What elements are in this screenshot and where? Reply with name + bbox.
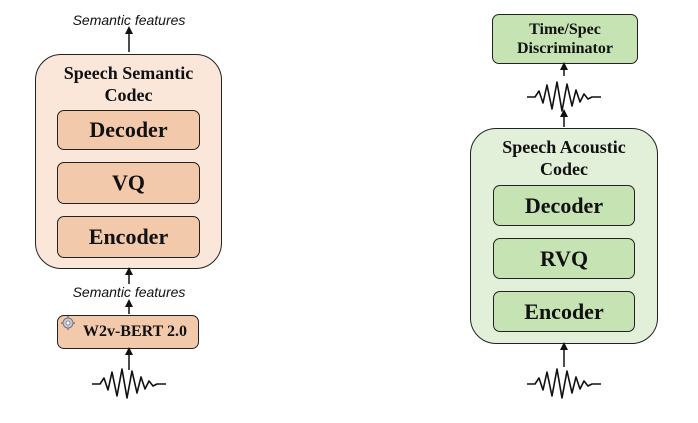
model-gear-icon bbox=[61, 316, 75, 330]
semantic-features-output-label: Semantic features bbox=[72, 12, 186, 28]
semantic-codec-title-line2: Codec bbox=[104, 85, 153, 105]
semantic-vq-block: VQ bbox=[57, 162, 200, 204]
w2v-bert-model-block: W2v-BERT 2.0 bbox=[57, 315, 199, 349]
reconstructed-waveform-icon bbox=[527, 81, 601, 112]
waveform-icon bbox=[92, 368, 166, 399]
semantic-decoder-block: Decoder bbox=[57, 110, 200, 150]
acoustic-rvq-block: RVQ bbox=[493, 238, 635, 279]
discriminator-label-line1: Time/Spec bbox=[529, 21, 601, 38]
semantic-codec-title-line1: Speech Semantic bbox=[63, 63, 194, 83]
semantic-encoder-block: Encoder bbox=[57, 216, 200, 258]
semantic-features-input-label: Semantic features bbox=[72, 284, 186, 300]
discriminator-label-line2: Discriminator bbox=[517, 40, 613, 57]
time-spec-discriminator-block: Time/Spec Discriminator bbox=[492, 14, 638, 64]
w2v-bert-label: W2v-BERT 2.0 bbox=[82, 323, 188, 340]
acoustic-codec-title-line1: Speech Acoustic bbox=[502, 137, 626, 157]
acoustic-encoder-block: Encoder bbox=[493, 291, 635, 332]
acoustic-decoder-block: Decoder bbox=[493, 185, 635, 226]
acoustic-codec-title-line2: Codec bbox=[540, 159, 588, 179]
input-waveform-icon bbox=[527, 368, 601, 399]
